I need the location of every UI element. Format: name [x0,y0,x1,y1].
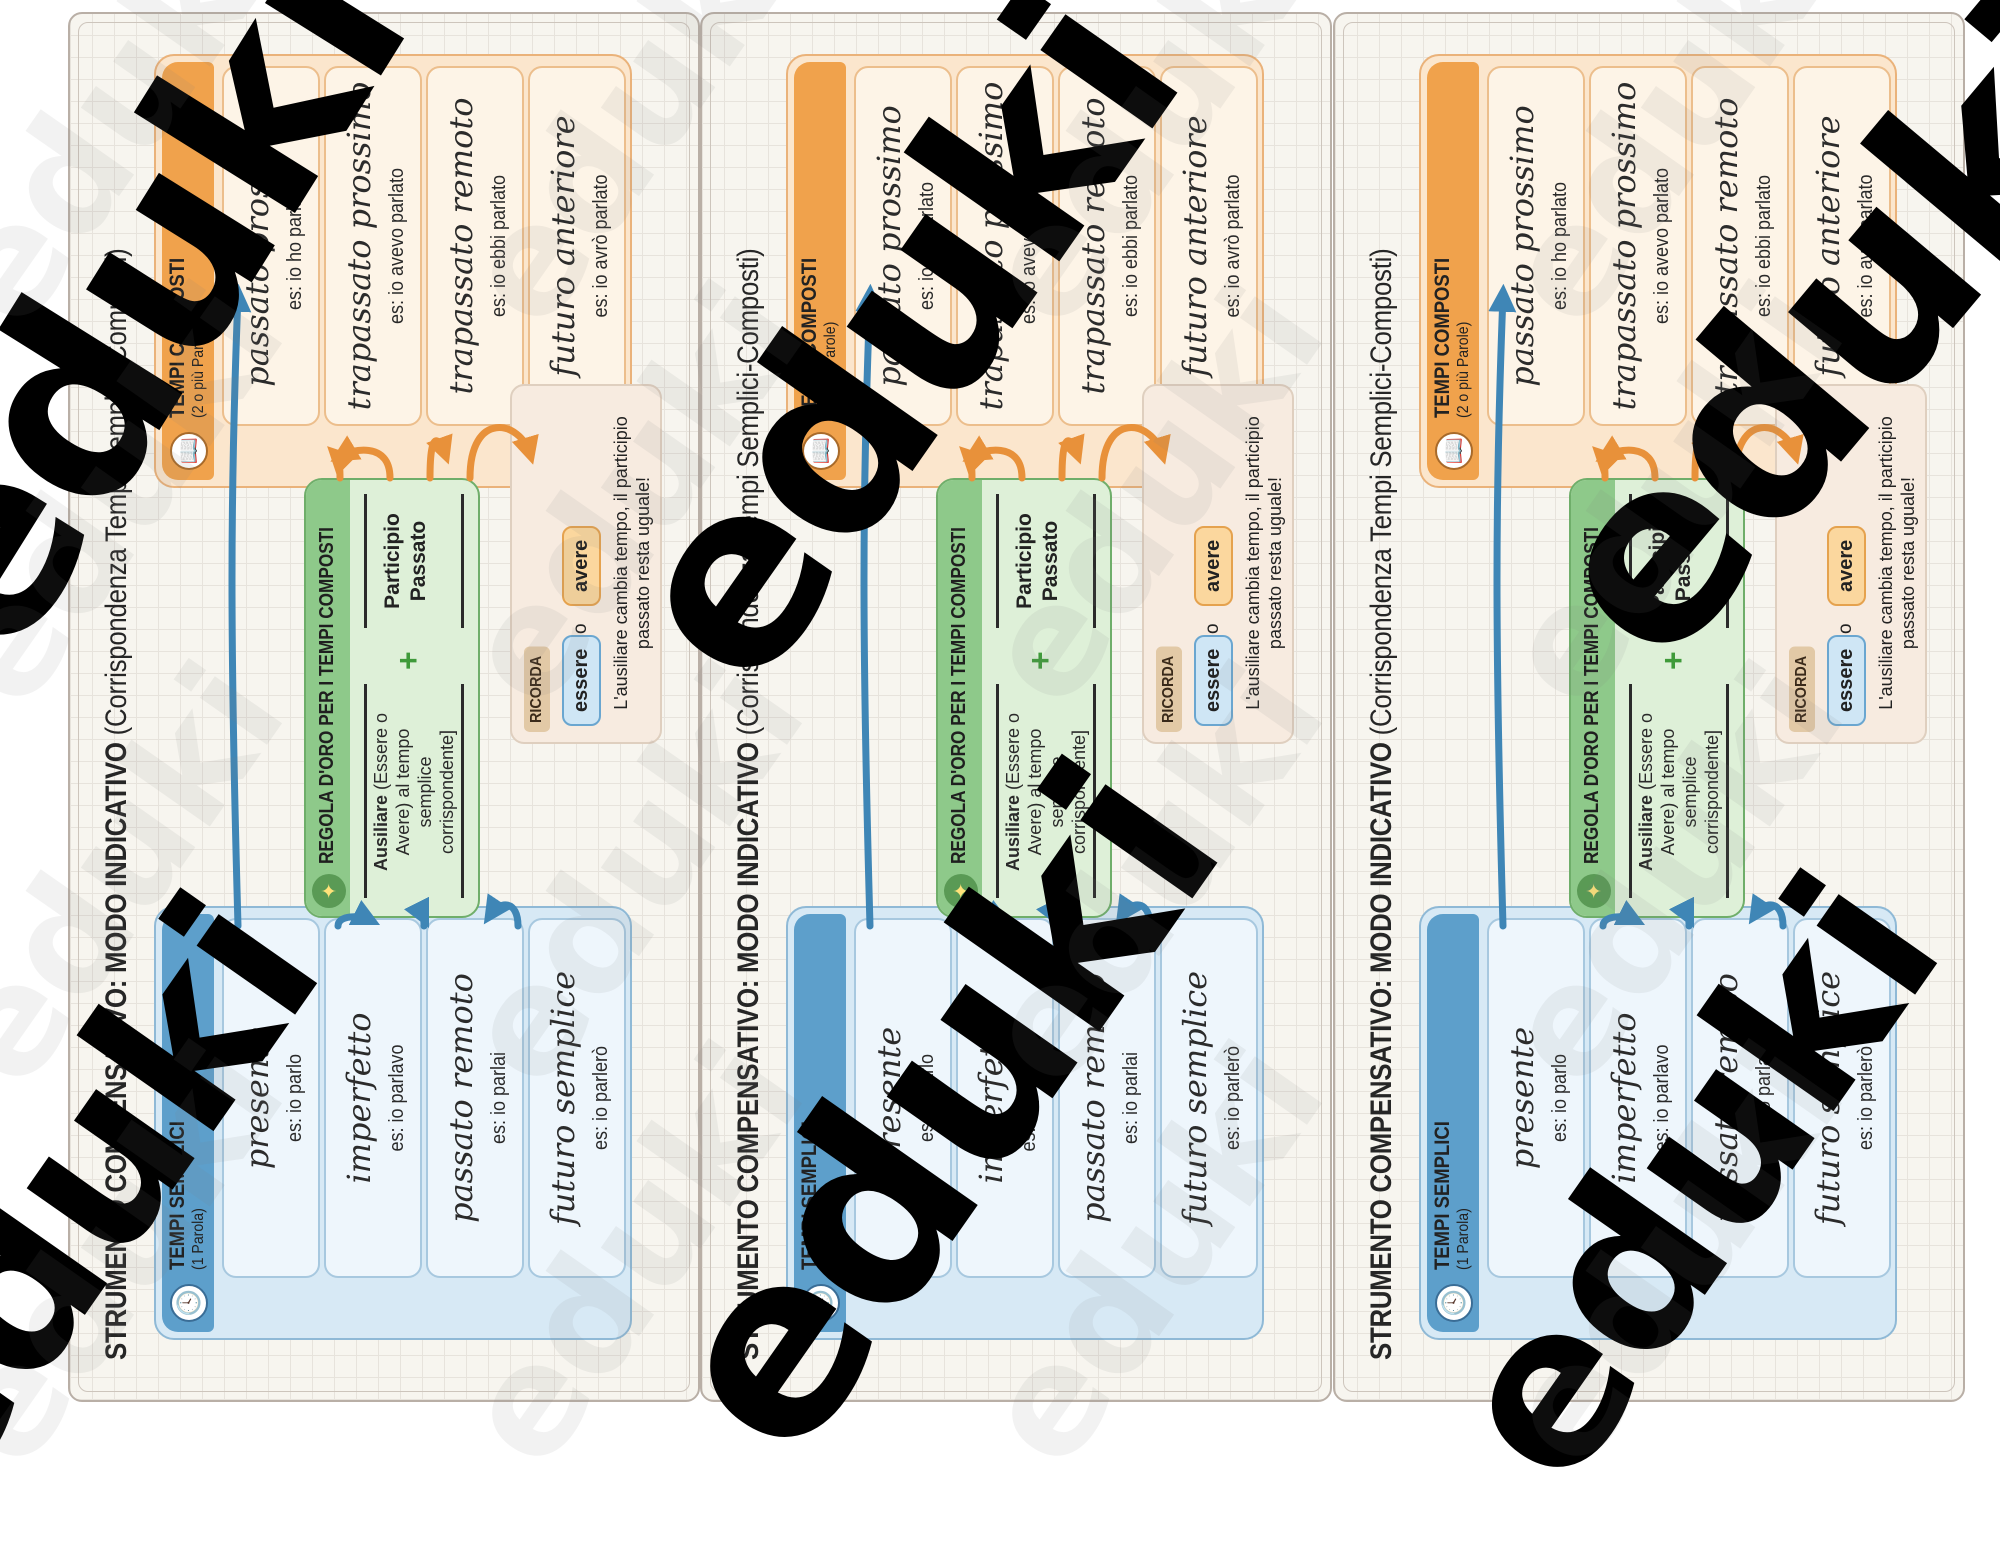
participle-line1: Participio [381,513,404,609]
compound-tenses-header: 📖 TEMPI COMPOSTI (2 o più Parole) [1427,62,1479,480]
or-text: o [1202,623,1223,634]
or-text: o [1835,623,1856,634]
simple-tenses-header: 🕓 TEMPI SEMPLICI (1 Parola) [1427,914,1479,1332]
title-subtitle: (Corrispondenza Tempi Semplici-Composti) [1365,248,1398,736]
golden-rule-box: ✦ REGOLA D'ORO PER I TEMPI COMPOSTI Ausi… [304,478,480,918]
participle-line2: Passato [407,520,430,602]
plus-sign: + [390,651,426,670]
auxiliary-text: Ausiliare (Essere o Avere) al tempo semp… [370,692,458,892]
golden-rule-header: ✦ REGOLA D'ORO PER I TEMPI COMPOSTI [306,480,350,916]
tense-card-imperfetto: imperfetto es: io parlavo [324,918,422,1278]
book-icon: 📖 [1435,432,1473,470]
title-main: STRUMENTO COMPENSATIVO: MODO INDICATIVO [1365,742,1398,1360]
tense-example: es: io parlavo [386,1044,408,1152]
simple-tenses-title: TEMPI SEMPLICI [1431,1121,1454,1270]
page-title: STRUMENTO COMPENSATIVO: MODO INDICATIVO … [1365,249,1399,1360]
magic-wand-icon: ✦ [312,874,346,908]
simple-tenses-subtitle: (1 Parola) [1455,1208,1472,1270]
compound-tenses-title: TEMPI COMPOSTI [1431,257,1454,418]
auxiliary-label: Ausiliare [371,795,391,872]
tense-name: imperfetto [340,1012,378,1184]
compound-tenses-subtitle: (2 o più Parole) [1455,321,1472,418]
golden-rule-title: REGOLA D'ORO PER I TEMPI COMPOSTI [316,527,338,864]
